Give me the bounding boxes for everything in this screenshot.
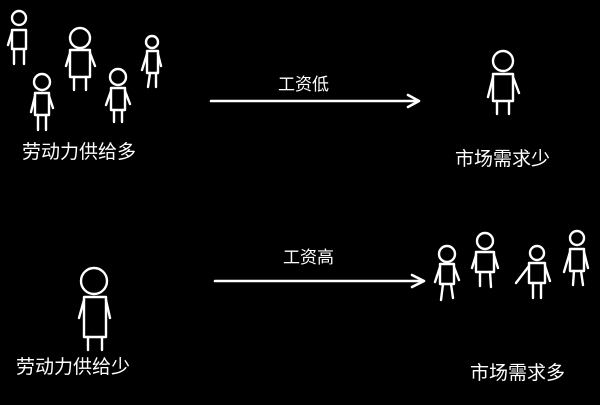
top-supply-crowd	[6, 9, 163, 132]
bottom-arrow	[213, 273, 426, 289]
top-supply-label: 劳动力供给多	[22, 141, 137, 163]
bottom-supply-label: 劳动力供给少	[16, 356, 131, 378]
bottom-demand-label: 市场需求多	[470, 362, 566, 384]
worker-figure	[514, 244, 552, 300]
worker-figure	[140, 34, 163, 89]
top-arrow	[209, 93, 421, 109]
bottom-arrow-label: 工资高	[283, 248, 334, 268]
worker-figure	[64, 26, 97, 92]
worker-figure	[562, 229, 590, 287]
worker-figure	[470, 231, 500, 289]
worker-figure	[6, 9, 28, 66]
worker-figure	[104, 67, 132, 124]
bottom-supply-figure	[77, 266, 112, 352]
worker-figure	[29, 72, 55, 132]
top-demand-figure	[486, 49, 521, 116]
top-demand-label: 市场需求少	[455, 148, 551, 170]
worker-figure	[433, 244, 461, 302]
bottom-demand-crowd	[433, 229, 590, 302]
top-arrow-label: 工资低	[278, 75, 329, 95]
